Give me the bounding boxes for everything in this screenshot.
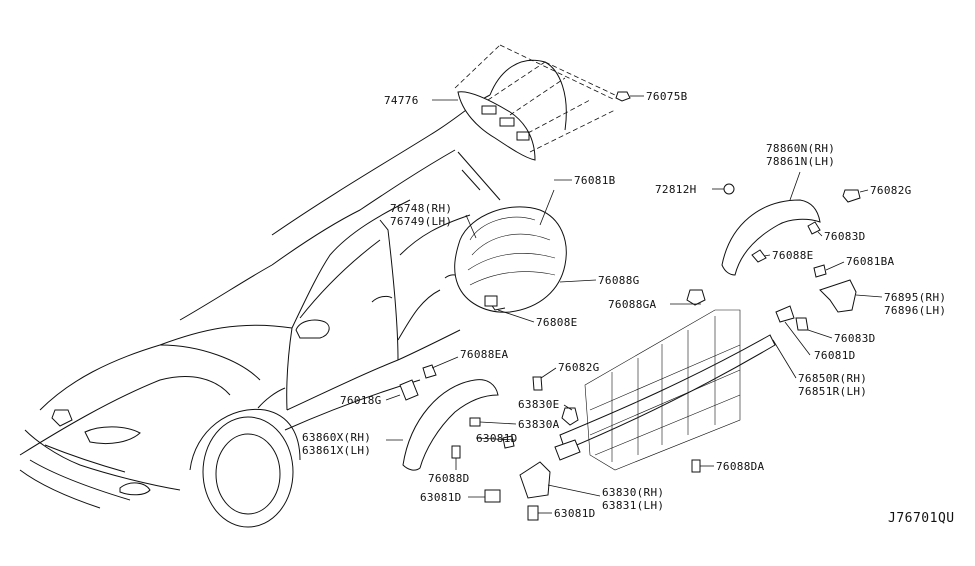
front-over-fender bbox=[399, 364, 543, 471]
label-76088EA: 76088EA bbox=[460, 348, 509, 361]
label-78860N: 78860N(RH) bbox=[766, 142, 835, 155]
front-mud-guard bbox=[484, 407, 579, 521]
label-72812H: 72812H bbox=[655, 183, 697, 196]
label-63830: 63830(RH) bbox=[602, 486, 664, 499]
label-76018G: 76018G bbox=[340, 394, 382, 407]
label-74776: 74776 bbox=[384, 94, 419, 107]
vehicle-body bbox=[19, 59, 567, 528]
label-63830E: 63830E bbox=[518, 398, 560, 411]
label-76081D: 76081D bbox=[814, 349, 856, 362]
label-76082G-center: 76082G bbox=[558, 361, 600, 374]
side-sill-protector bbox=[554, 289, 776, 473]
label-76082G-rear: 76082G bbox=[870, 184, 912, 197]
label-78861N: 78861N(LH) bbox=[766, 155, 835, 168]
rear-over-fender bbox=[721, 183, 861, 278]
label-76081BA: 76081BA bbox=[846, 255, 895, 268]
label-76088D: 76088D bbox=[428, 472, 470, 485]
leader-lines bbox=[385, 95, 883, 514]
label-76895: 76895(RH) bbox=[884, 291, 946, 304]
label-76081B: 76081B bbox=[574, 174, 616, 187]
label-76896: 76896(LH) bbox=[884, 304, 946, 317]
label-76088GA: 76088GA bbox=[608, 298, 657, 311]
diagram-code: J76701QU bbox=[888, 511, 955, 526]
label-63081D-a: 63081D bbox=[476, 432, 518, 445]
part-labels: 74776 76075B 76081B 76748(RH) 76749(LH) … bbox=[302, 90, 955, 526]
label-63830A: 63830A bbox=[518, 418, 560, 431]
label-63860X: 63860X(RH) bbox=[302, 431, 371, 444]
label-76083D-a: 76083D bbox=[824, 230, 866, 243]
label-76748: 76748(RH) bbox=[390, 202, 452, 215]
label-63831: 63831(LH) bbox=[602, 499, 664, 512]
rear-wheel-house-liner bbox=[454, 206, 567, 313]
label-76808E: 76808E bbox=[536, 316, 578, 329]
label-76850R: 76850R(RH) bbox=[798, 372, 867, 385]
label-76088DA: 76088DA bbox=[716, 460, 765, 473]
label-63861X: 63861X(LH) bbox=[302, 444, 371, 457]
label-76851R: 76851R(LH) bbox=[798, 385, 867, 398]
label-76749: 76749(LH) bbox=[390, 215, 452, 228]
label-76088G: 76088G bbox=[598, 274, 640, 287]
rear-garnish bbox=[454, 44, 631, 161]
label-76083D-b: 76083D bbox=[834, 332, 876, 345]
label-63081D-c: 63081D bbox=[554, 507, 596, 520]
rear-mud-guard-bracket bbox=[775, 279, 857, 331]
label-76075B: 76075B bbox=[646, 90, 688, 103]
label-76088E: 76088E bbox=[772, 249, 814, 262]
label-63081D-b: 63081D bbox=[420, 491, 462, 504]
